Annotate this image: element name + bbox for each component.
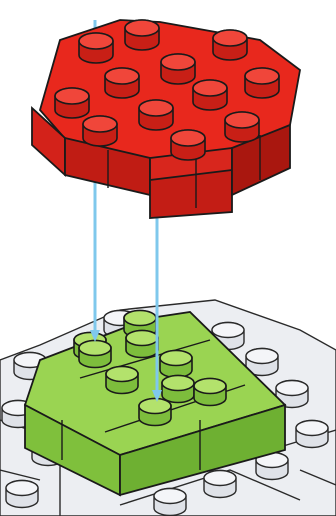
red-brick-assembly: [32, 20, 300, 218]
